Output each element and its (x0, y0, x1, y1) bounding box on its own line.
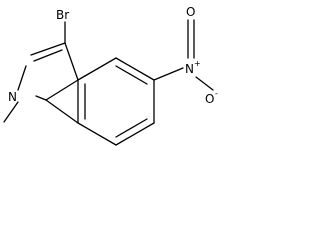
atom-label-br: Br (56, 8, 69, 22)
atom-label-n-nitro: N (185, 62, 194, 76)
atom-charge-n-nitro: + (194, 59, 201, 68)
bond-c6-c7 (115, 122, 155, 146)
bond-c2-c3 (30, 42, 66, 56)
bond-c7a-n1 (35, 95, 47, 101)
bond-c4-c5-inner (115, 65, 148, 85)
bond-c4-c5 (115, 57, 155, 81)
bond-c6-c7-inner (115, 118, 148, 138)
bond-c7a-n1-link (45, 99, 79, 124)
bond-n1-c2 (17, 65, 27, 91)
molecule-drawing: Br N N + O O - (3, 5, 218, 146)
bond-c3a-c7a (45, 79, 79, 101)
bond-c5-nitro (153, 67, 184, 81)
atom-label-n1: N (8, 90, 17, 104)
structure-canvas: Br N N + O O - (0, 0, 224, 154)
atom-charge-o-bottom: - (215, 89, 218, 98)
bond-nitro-o-bottom (195, 76, 214, 91)
bond-c2-c3-inner (33, 49, 63, 62)
atom-label-o-top: O (186, 5, 195, 19)
bond-c3-c3a (64, 42, 79, 81)
bond-c3a-c4 (77, 57, 117, 81)
atom-label-o-bottom: O (205, 92, 214, 106)
bond-n1-methyl (3, 101, 19, 123)
bond-c7-c7a (77, 122, 117, 146)
